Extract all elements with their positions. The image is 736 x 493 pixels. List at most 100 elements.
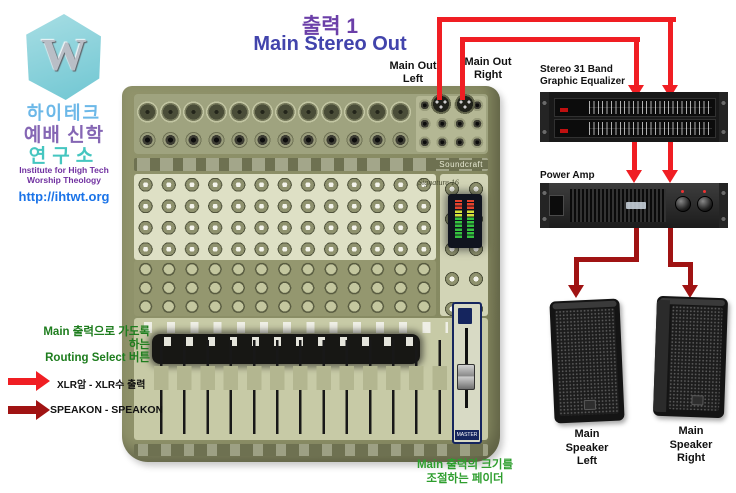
main-out-left-line2: Left (402, 72, 424, 85)
power-amp-label: Power Amp (540, 170, 595, 181)
speaker-right-side-panel (653, 299, 670, 413)
wire-left-horizontal (436, 17, 676, 22)
speaker-left-label-line3: Left (576, 455, 598, 467)
wire-left-drop (667, 17, 673, 87)
main-out-right-line2: Right (473, 68, 503, 81)
fader-note-line2: 조절하는 페이더 (426, 473, 504, 485)
main-out-right-line1: Main Out (464, 56, 512, 68)
speaker-right-label: Main Speaker Right (653, 425, 729, 466)
speaker-left-label-line2: Speaker (565, 441, 609, 454)
amp-rack-ear-left (540, 183, 549, 228)
amp-led-left-icon (703, 190, 706, 193)
speakon-left-drop (633, 228, 639, 262)
master-mute-button[interactable] (458, 308, 472, 324)
logo-korean-line1: 하이테크 (26, 103, 102, 123)
amp-grille (570, 189, 666, 222)
logo-korean-line2: 예배 신학 (23, 125, 105, 146)
routing-note-line2: 하는 (128, 339, 150, 351)
mixer-aux-knob-section (134, 260, 436, 316)
speaker-left-label: Main Speaker Left (550, 428, 624, 469)
amp-gain-knob-right (697, 196, 713, 212)
main-out-right-label: Main Out Right (456, 56, 520, 81)
master-fader-label: MASTER (455, 430, 479, 440)
speaker-right-label-line3: Right (676, 452, 706, 464)
vu-meter-right-column (467, 200, 474, 238)
mixer-mute-button-row (138, 322, 448, 333)
wire-left-vertical (436, 17, 442, 100)
fader-note-line1: Main 출력의 크기를 (416, 459, 514, 471)
speaker-left-logo-icon (583, 399, 597, 411)
arrow-into-speaker-left-icon (568, 285, 584, 298)
arrow-into-amp-left-icon (626, 170, 642, 183)
dbx-logo-icon-b (560, 129, 568, 133)
wire-right-drop (633, 37, 639, 87)
w-logo-icon: W (41, 29, 87, 80)
speakon-right-vertical (687, 262, 693, 286)
amp-brand-badge (626, 202, 646, 209)
routing-note-line1: Main 출력으로 가도록 (43, 326, 150, 338)
eq-label-line1: Stereo 31 Band (540, 64, 613, 75)
speakon-left-vertical (573, 257, 579, 286)
wire-eq-amp-left (631, 142, 637, 171)
speakon-right-drop (667, 228, 673, 267)
main-out-right-xlr (454, 94, 476, 114)
institute-logo-hexagon: W (26, 14, 101, 100)
logo-korean-line3: 연구소 (28, 146, 100, 167)
amp-power-switch (549, 195, 564, 216)
master-fader-highlight: MASTER (452, 302, 482, 444)
arrow-into-amp-right-icon (662, 170, 678, 183)
institute-name-line1: Institute for High Tech (19, 165, 109, 175)
speakon-right-horizontal (667, 262, 693, 267)
speakon-arrow-right-icon (36, 400, 50, 420)
mixer-brand-strip: Soundcraft (134, 158, 488, 171)
mixer-brand-text: Soundcraft (434, 160, 488, 169)
speakon-left-horizontal (573, 257, 639, 262)
speakon-arrow-shaft (8, 406, 36, 414)
amp-gain-knob-left (675, 196, 691, 212)
page-title-korean: 출력 1 (301, 15, 359, 38)
page-title-english: Main Stereo Out (253, 33, 407, 55)
eq-label-line2: Graphic Equalizer (540, 75, 626, 87)
eq-channel-b (554, 119, 716, 138)
wire-right-vertical (459, 37, 465, 100)
institute-name-line2: Worship Theology (27, 175, 101, 185)
vu-meter-left-column (455, 200, 462, 238)
institute-url-link[interactable]: http://ihtwt.org (18, 189, 110, 204)
main-out-left-label: Main Out Left (382, 60, 444, 85)
xlr-note-label: XLR암 - XLR수 출력 (57, 380, 146, 391)
wire-right-horizontal (459, 37, 640, 42)
main-out-left-line1: Main Out (389, 60, 437, 72)
mixer-line-input-row (136, 128, 412, 152)
master-fader-note: Main 출력의 크기를 조절하는 페이더 (385, 458, 545, 486)
dbx-logo-icon (560, 108, 568, 112)
graphic-equalizer-unit (540, 92, 728, 142)
mixer-xlr-input-row (136, 96, 412, 128)
mixer-vu-meter (448, 194, 482, 248)
speaker-right (652, 295, 729, 419)
eq-label: Stereo 31 Band Graphic Equalizer (540, 64, 625, 87)
mixer-soundcraft-signature16: Soundcraft Signature 16 MASTER (122, 86, 500, 462)
speakon-note-label: SPEAKON - SPEAKON (50, 404, 164, 416)
mixer-model-text: Signature 16 (418, 178, 459, 187)
mixer-input-jack-panel (134, 94, 488, 154)
mixer-channel-label-strip (134, 444, 488, 456)
amp-led-right-icon (681, 190, 684, 193)
wire-eq-amp-right (667, 142, 673, 171)
power-amp-unit (540, 183, 728, 228)
channel-fader-caps[interactable] (150, 366, 450, 390)
xlr-arrow-shaft (8, 378, 36, 385)
amp-rack-ear-right (719, 183, 728, 228)
eq-rack-ear-left (540, 92, 549, 142)
routing-select-note: Main 출력으로 가도록 하는 Routing Select 버튼 (6, 326, 150, 365)
master-fader-cap[interactable] (457, 364, 475, 390)
speaker-left (549, 298, 625, 424)
mixer-eq-knob-section (134, 174, 436, 260)
eq-sliders-a (589, 101, 712, 114)
speaker-right-logo-icon (690, 395, 704, 406)
mixer-fader-section (134, 318, 488, 440)
main-out-left-xlr (430, 94, 452, 114)
xlr-arrow-right-icon (36, 371, 50, 391)
eq-sliders-b (589, 122, 712, 135)
routing-note-line3: Routing Select 버튼 (45, 352, 150, 364)
